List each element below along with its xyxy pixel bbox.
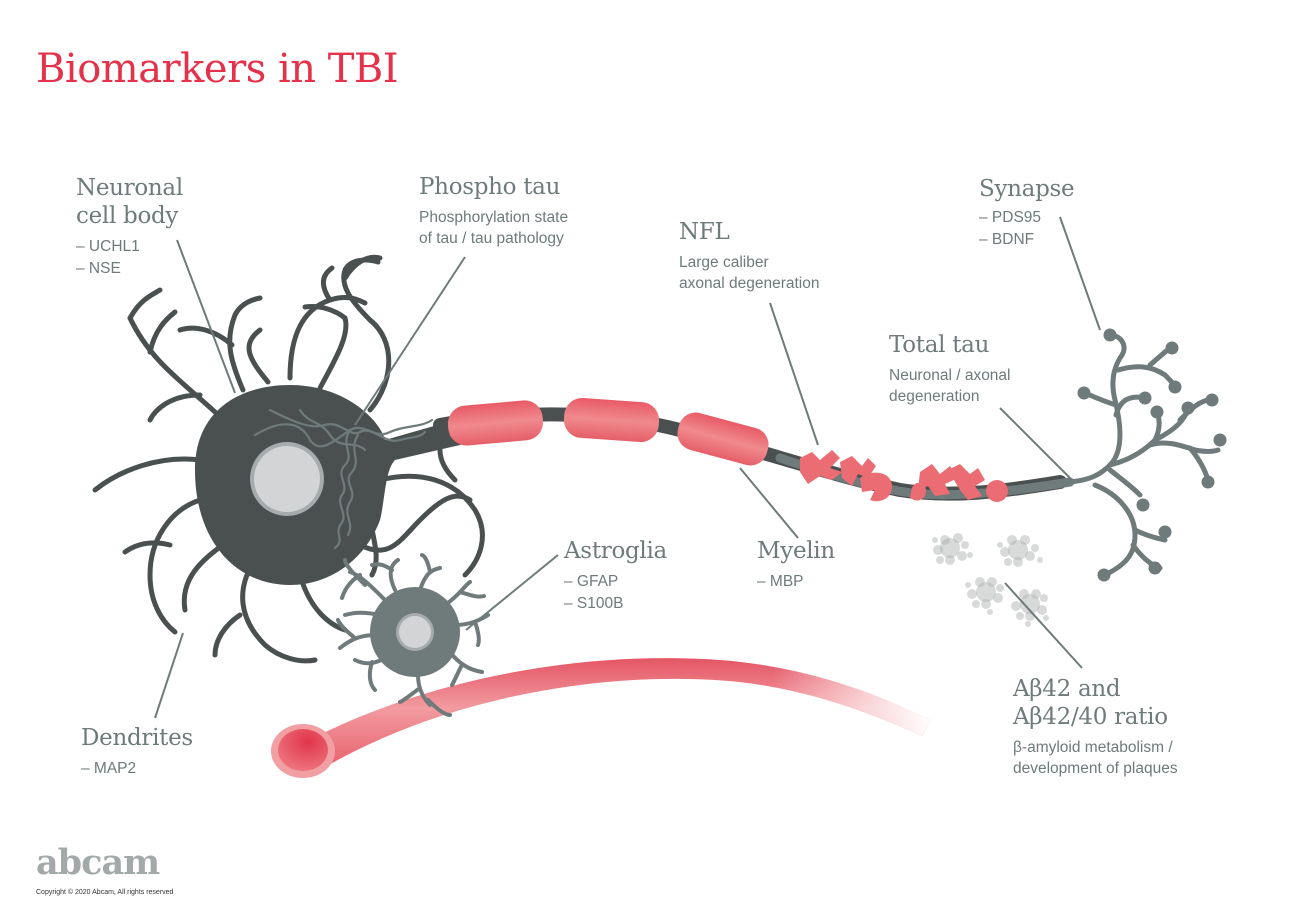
marker-item: – NSE [76,259,121,277]
label-description: Neuronal / axonal degeneration [889,365,1011,407]
marker-list: – MBP [757,571,835,593]
label-heading: Aβ42 and [1013,676,1121,702]
page-title: Biomarkers in TBI [36,46,399,92]
abcam-logo: abcam [36,842,160,883]
label-total-tau: Total tau Neuronal / axonal degeneration [889,331,1011,407]
description-line: degeneration [889,388,980,405]
marker-list: – PDS95 – BDNF [979,207,1074,250]
copyright-text: Copyright © 2020 Abcam, All rights reser… [36,889,174,896]
marker-list: – GFAP – S100B [564,571,667,614]
myelin-segment-3 [677,412,769,466]
description-line: Large caliber [679,254,769,271]
synaptic-boutons [1077,328,1227,582]
myelin-sheaths [447,397,769,466]
label-phospho-tau: Phospho tau Phosphorylation state of tau… [419,173,568,249]
leader-abeta [1004,582,1083,669]
label-heading: Dendrites [81,725,193,751]
axon-terminal [1067,332,1221,578]
description-line: of tau / tau pathology [419,230,564,247]
label-heading: Myelin [757,538,835,564]
marker-item: – MBP [757,573,804,590]
marker-item: – PDS95 [979,209,1042,226]
leader-nfl [769,302,819,446]
myelin-segment-2 [563,397,660,443]
label-nfl: NFL Large caliber axonal degeneration [679,218,819,294]
leader-myelin [739,467,799,539]
marker-item: – GFAP [564,573,619,590]
label-description: Large caliber axonal degeneration [679,252,819,294]
neuron-cell-body [195,385,470,585]
label-heading: Phospho tau [419,174,561,200]
label-description: Phosphorylation state of tau / tau patho… [419,207,568,249]
leader-total-tau [999,407,1071,479]
leader-lines [154,216,1101,719]
marker-list: – UCHL1 – NSE [76,236,183,279]
description-line: development of plaques [1013,760,1178,777]
label-heading: Synapse [979,176,1075,202]
label-heading: Neuronal [76,175,183,201]
leader-synapse [1059,216,1101,331]
fragmented-myelin [800,450,1008,502]
label-dendrites: Dendrites – MAP2 [81,724,193,780]
leader-astroglia [465,554,559,631]
marker-item: – UCHL1 [76,238,140,255]
leader-phospho-tau [354,256,466,426]
marker-item: – BDNF [979,230,1035,248]
label-heading: NFL [679,219,730,245]
label-heading: Total tau [889,332,990,358]
description-line: β-amyloid metabolism / [1013,739,1173,756]
label-synapse: Synapse – PDS95 – BDNF [979,175,1075,250]
plaque-4 [1011,589,1049,627]
label-myelin: Myelin – MBP [757,537,835,593]
marker-item: – MAP2 [81,760,137,777]
label-heading: cell body [76,203,179,229]
label-abeta: Aβ42 and Aβ42/40 ratio β-amyloid metabol… [1013,675,1178,779]
plaque-3 [965,577,1004,615]
astrocyte [336,553,490,717]
myelin-segment-1 [447,400,544,446]
plaque-1 [932,533,973,565]
leader-dendrites [154,632,184,719]
marker-list: – MAP2 [81,758,193,780]
amyloid-plaques [932,533,1049,627]
label-description: β-amyloid metabolism / development of pl… [1013,737,1178,779]
tau-tangles [253,408,434,550]
label-astroglia: Astroglia – GFAP – S100B [564,537,667,614]
plaque-2 [997,535,1043,567]
marker-item: – S100B [564,594,624,612]
description-line: Neuronal / axonal [889,367,1011,384]
description-line: axonal degeneration [679,275,820,292]
label-heading: Aβ42/40 ratio [1013,704,1168,730]
label-heading: Astroglia [564,538,667,564]
description-line: Phosphorylation state [419,209,569,226]
neuron-dendrites [92,254,485,664]
label-neuronal-cell-body: Neuronal cell body – UCHL1 – NSE [76,174,183,279]
blood-vessel [271,658,930,778]
leader-neuronal-cell-body [176,239,236,394]
